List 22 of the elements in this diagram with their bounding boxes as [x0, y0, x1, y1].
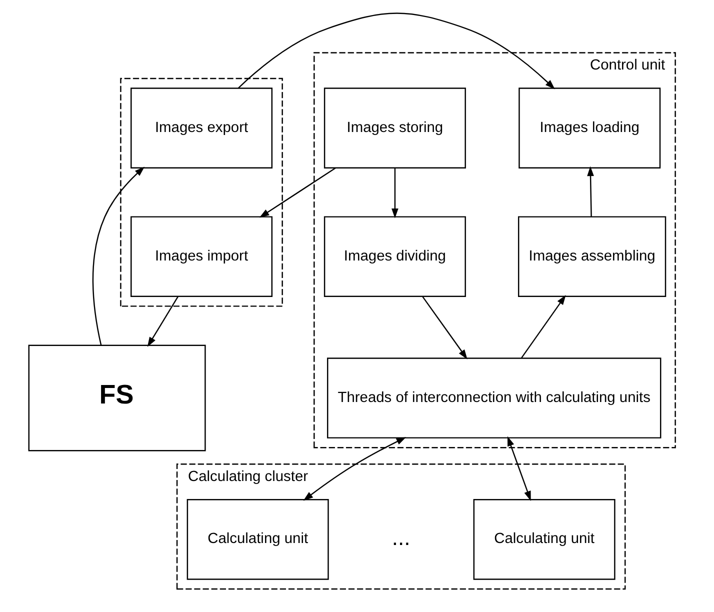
node-box: Threads of interconnection with calculating units	[327, 358, 662, 438]
label: ...	[392, 524, 410, 550]
cluster	[120, 78, 283, 307]
node-box: FS	[28, 344, 206, 452]
arrow	[238, 12, 555, 90]
arrow	[147, 296, 179, 347]
node-box: Images storing	[324, 88, 466, 168]
node-box: Images assembling	[518, 216, 666, 298]
arrow	[521, 295, 566, 358]
arrow	[507, 436, 531, 501]
arrow	[303, 437, 406, 501]
arrow	[587, 166, 594, 216]
node-box: Calculating unit	[186, 499, 329, 580]
arrow	[392, 168, 398, 218]
arrow	[92, 166, 145, 346]
node-box: Images loading	[518, 88, 661, 168]
arrow	[422, 296, 468, 360]
node-box: Images dividing	[324, 216, 466, 298]
node-box: Calculating unit	[473, 499, 616, 580]
node-box: Images import	[130, 216, 273, 298]
node-box: Images export	[130, 88, 273, 168]
arrow	[259, 168, 336, 218]
